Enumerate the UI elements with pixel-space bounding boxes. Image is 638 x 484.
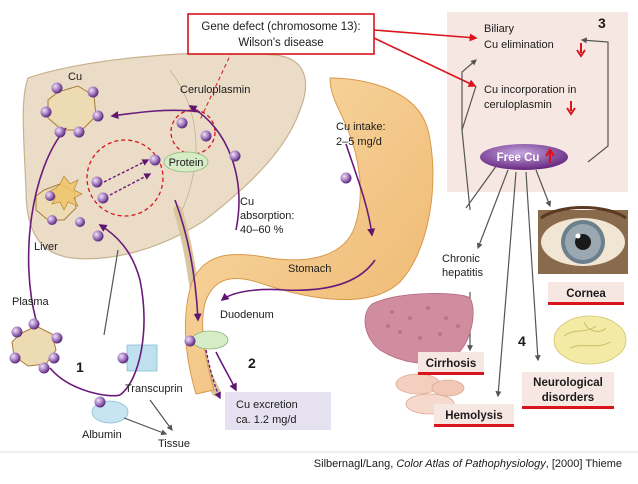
stomach-label: Stomach <box>288 263 331 275</box>
neuro-label-box <box>522 372 614 406</box>
cirrhosis-label: Cirrhosis <box>426 358 477 370</box>
protein-label: Protein <box>169 157 204 169</box>
plasma-loop-arrow <box>27 127 67 321</box>
protein-defect-circle <box>86 139 164 217</box>
defect-to-incorporation-arrow <box>373 37 477 87</box>
albumin-tissue-arrow <box>123 417 168 436</box>
cornea-underline <box>548 302 624 305</box>
section-number-1: 1 <box>76 359 84 375</box>
plasma-bottom-curve <box>49 367 121 397</box>
cu-intake-line2: 2–5 mg/d <box>336 136 382 148</box>
freecu-to-hepatitis-arrow <box>476 169 509 250</box>
liver-cu-label: Cu <box>68 71 82 83</box>
hemolysis-label-box <box>434 404 514 424</box>
duct-dashed-arrow <box>205 349 221 400</box>
chronic-hepatitis-line1: Chronic <box>442 253 480 265</box>
neuro-underline <box>522 406 614 409</box>
plasma-label: Plasma <box>12 296 50 308</box>
panel-left-loop-arrow-2 <box>461 59 477 130</box>
cu-intake-line1: Cu intake: <box>336 121 386 133</box>
free-cu-ellipse <box>480 144 568 170</box>
intake-arrow <box>345 143 376 237</box>
citation-book: Color Atlas of Pathophysiology <box>396 458 547 470</box>
cu-absorption-line1: Cu <box>240 196 254 208</box>
protein-dashed-arrow <box>103 159 150 183</box>
protein-dashed-arrow-2 <box>109 173 152 196</box>
cirrhosis-label-box <box>418 352 484 372</box>
defect-to-biliary-arrow <box>373 29 478 42</box>
biliary-line2: Cu elimination <box>484 39 554 51</box>
section-number-2: 2 <box>248 355 256 371</box>
cornea-eye-image <box>538 206 628 274</box>
free-cu-label: Free Cu <box>497 152 540 164</box>
cu-excretion-line1: Cu excretion <box>236 399 298 411</box>
hemolysis-underline <box>434 424 514 427</box>
plasma-pointer-line <box>103 249 119 336</box>
freecu-to-cornea-arrow <box>535 169 552 208</box>
cu-excretion-line2: ca. 1.2 mg/d <box>236 414 297 426</box>
freecu-to-neuro-arrow <box>525 171 541 362</box>
chronic-hepatitis-line2: hepatitis <box>442 267 483 279</box>
incorporation-line1: Cu incorporation in <box>484 84 576 96</box>
transcuprin-label: Transcuprin <box>125 383 183 395</box>
liver-internal-arrow <box>110 109 201 120</box>
gene-defect-box <box>187 13 375 55</box>
freecu-to-hemolysis-arrow <box>495 171 517 398</box>
albumin-label: Albumin <box>82 429 122 441</box>
cu-absorption-line2: absorption: <box>240 210 294 222</box>
cu-absorption-line3: 40–60 % <box>240 224 284 236</box>
neurological-line1: Neurological <box>533 377 603 389</box>
cornea-label: Cornea <box>566 288 606 300</box>
incorporation-line2: ceruloplasmin <box>484 99 552 111</box>
duodenum-carrier <box>191 330 229 350</box>
tissue-label: Tissue <box>158 438 190 450</box>
stomach-shape <box>184 77 434 395</box>
brain-image <box>553 315 627 365</box>
liver-lobe-line <box>169 69 197 216</box>
cirrhosis-nodules <box>386 306 460 340</box>
duodenum-label: Duodenum <box>220 309 274 321</box>
ceruloplasmin-defect-circle <box>170 109 216 155</box>
protein-ellipse <box>163 151 209 173</box>
biliary-decrease-icon <box>576 43 586 58</box>
incorporation-decrease-icon <box>566 101 576 116</box>
freecu-return-arrow <box>580 37 609 163</box>
citation-authors: Silbernagl/Lang, <box>314 458 397 470</box>
neurological-line2: disorders <box>542 392 594 404</box>
section-number-4: 4 <box>518 333 526 349</box>
ceruloplasmin-label: Ceruloplasmin <box>180 84 250 96</box>
section-number-3: 3 <box>598 15 606 31</box>
citation: Silbernagl/Lang, Color Atlas of Pathophy… <box>314 458 622 470</box>
liver-label: Liver <box>34 241 58 253</box>
cu-excretion-box <box>225 392 331 430</box>
free-cu-increase-icon <box>545 148 555 163</box>
excretion-arrow <box>215 351 237 392</box>
citation-rest: , [2000] Thieme <box>546 458 622 470</box>
plasma-to-liver-arrow <box>98 224 145 396</box>
hemolysis-label: Hemolysis <box>445 410 503 422</box>
biliary-line1: Biliary <box>484 23 514 35</box>
gene-defect-line1: Gene defect (chromosome 13): <box>201 21 360 33</box>
gene-defect-line2: Wilson's disease <box>238 37 323 49</box>
stomach-to-duodenum-arrow <box>220 259 376 301</box>
cornea-label-box <box>548 282 624 302</box>
cu-balls <box>9 82 352 408</box>
transcuprin-tissue-arrow <box>149 399 173 431</box>
cirrhosis-underline <box>418 372 484 375</box>
liver-to-duodenum-arrow <box>174 199 202 322</box>
